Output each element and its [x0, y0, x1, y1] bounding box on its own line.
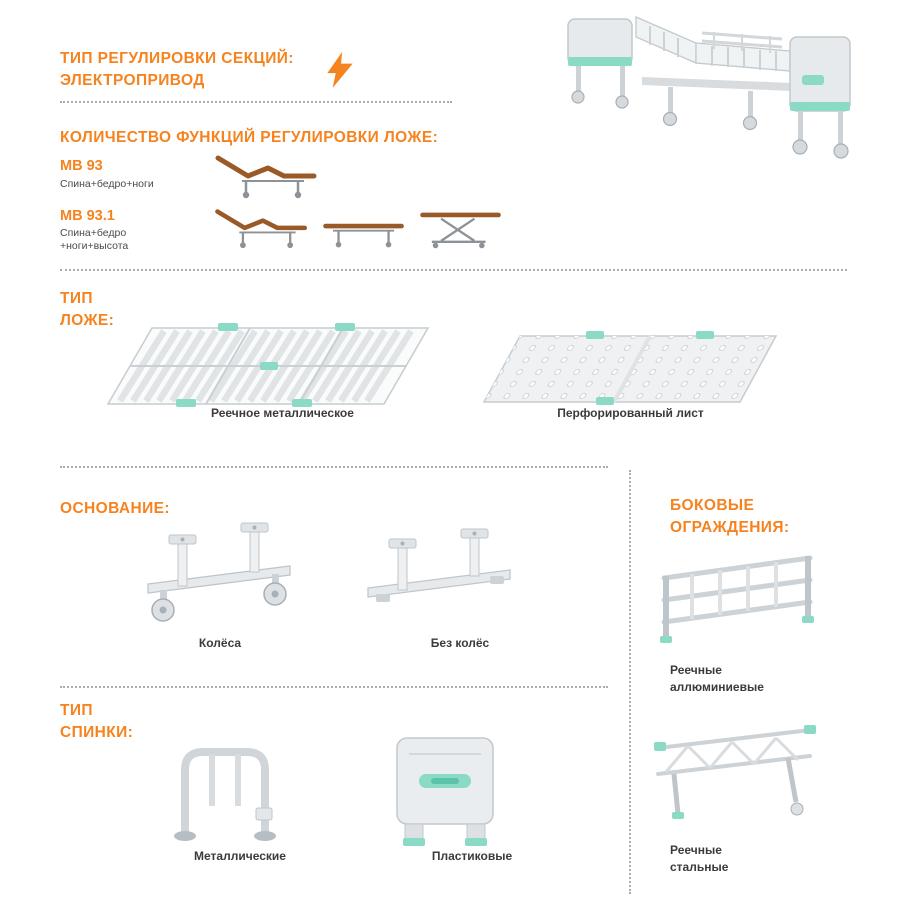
- divider: [60, 466, 608, 468]
- platform-option-label: Реечное металлическое: [211, 406, 354, 420]
- rails-title-line2: ОГРАЖДЕНИЯ:: [670, 519, 790, 536]
- base-with-wheels: [138, 522, 303, 634]
- aluminum-side-rail: [652, 548, 822, 656]
- bed-profile-flat-icon: [323, 223, 405, 248]
- rail-label-line2: аллюминиевые: [670, 680, 764, 694]
- steel-side-rail: [648, 722, 823, 834]
- bed-profile-height-icon: [420, 212, 501, 249]
- plastic-backrest: [385, 732, 505, 850]
- platform-title-line2: ЛОЖЕ:: [60, 312, 115, 329]
- rail-label-line2: стальные: [670, 860, 729, 874]
- vertical-divider: [629, 470, 631, 894]
- backrest-title-line2: СПИНКИ:: [60, 724, 134, 741]
- model-name-mb931: МВ 93.1: [60, 208, 115, 224]
- model-prefix: МВ: [60, 158, 83, 174]
- model-prefix: МВ: [60, 208, 83, 224]
- model-desc-line2: +ноги+высота: [60, 240, 129, 252]
- drive-type-title-line2: ЭЛЕКТРОПРИВОД: [60, 72, 205, 89]
- backrest-title-line1: ТИП: [60, 702, 93, 719]
- bed-profile-articulated-icon: [215, 155, 317, 199]
- model-desc-mb931: Спина+бедро +ноги+высота: [60, 227, 128, 253]
- model-desc-line1: Спина+бедро: [60, 227, 127, 239]
- mb93-function-icons: [212, 150, 326, 200]
- divider: [60, 269, 847, 271]
- rail-label-line1: Реечные: [670, 843, 722, 857]
- functions-title: КОЛИЧЕСТВО ФУНКЦИЙ РЕГУЛИРОВКИ ЛОЖЕ:: [60, 129, 439, 146]
- base-option-label: Без колёс: [430, 636, 490, 650]
- model-name-mb93: МВ 93: [60, 158, 103, 174]
- divider: [60, 101, 452, 103]
- bed-profile-articulated-icon: [215, 209, 307, 249]
- base-without-wheels: [358, 528, 523, 628]
- model-number: 93: [86, 158, 103, 174]
- backrest-option-label: Пластиковые: [431, 849, 513, 863]
- model-desc-mb93: Спина+бедро+ноги: [60, 178, 154, 190]
- rail-label-line1: Реечные: [670, 663, 722, 677]
- hospital-bed-image: [550, 5, 860, 190]
- perforated-sheet-platform: [478, 330, 783, 408]
- rail-option-label: Реечные аллюминиевые: [670, 662, 764, 696]
- metal-backrest: [160, 736, 290, 848]
- backrest-title: ТИП СПИНКИ:: [60, 700, 133, 744]
- divider: [60, 686, 608, 688]
- lightning-icon: [327, 52, 353, 88]
- model-number: 93.1: [86, 208, 115, 224]
- mb931-function-icons: [212, 203, 509, 251]
- platform-title-line1: ТИП: [60, 290, 93, 307]
- base-title: ОСНОВАНИЕ:: [60, 500, 170, 517]
- rail-option-label: Реечные стальные: [670, 842, 728, 876]
- platform-option-label: Перфорированный лист: [557, 406, 704, 420]
- rails-title: БОКОВЫЕ ОГРАЖДЕНИЯ:: [670, 495, 789, 539]
- slatted-metal-platform: [100, 322, 435, 410]
- base-option-label: Колёса: [198, 636, 242, 650]
- drive-type-title: ТИП РЕГУЛИРОВКИ СЕКЦИЙ: ЭЛЕКТРОПРИВОД: [60, 48, 294, 92]
- platform-title: ТИП ЛОЖЕ:: [60, 288, 114, 332]
- drive-type-title-line1: ТИП РЕГУЛИРОВКИ СЕКЦИЙ:: [60, 50, 294, 67]
- rails-title-line1: БОКОВЫЕ: [670, 497, 755, 514]
- backrest-option-label: Металлические: [194, 849, 286, 863]
